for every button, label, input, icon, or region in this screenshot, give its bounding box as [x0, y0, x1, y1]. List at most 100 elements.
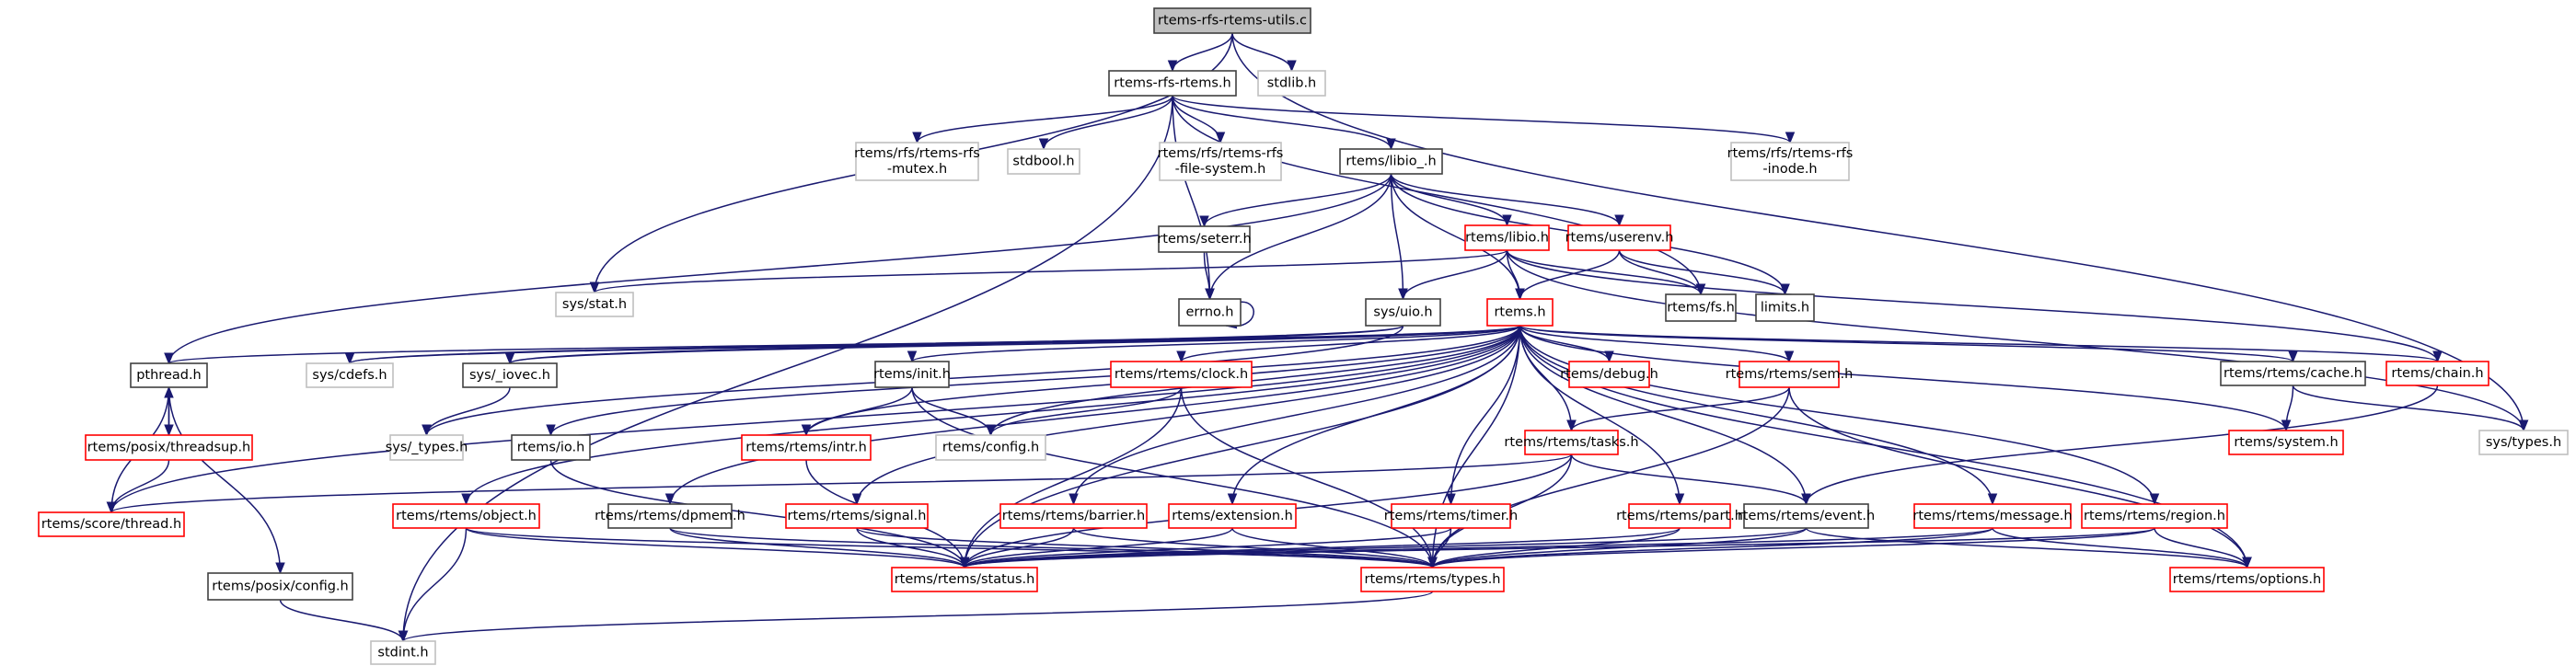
edge-rtems_h-to-sem_h — [1519, 325, 1790, 362]
edge-rtems_h-to-object_h — [465, 325, 1521, 505]
edge-libio__h-to-uio_h — [1390, 173, 1404, 300]
node-box — [1743, 503, 1869, 529]
edge-arrowhead — [1695, 283, 1706, 296]
node-label: rtems/rfs/rtems-rfs — [1158, 146, 1284, 161]
edges-layer — [106, 32, 2529, 643]
node-userenv-h[interactable]: rtems/userenv.h — [1565, 224, 1674, 251]
node-sem-h[interactable]: rtems/rtems/sem.h — [1726, 361, 1854, 388]
edge-arrowhead — [1785, 132, 1796, 144]
node-label: sys/types.h — [2486, 435, 2561, 450]
node-iovec-h[interactable]: sys/_iovec.h — [462, 362, 558, 388]
edge-libio_h-to-stat_h — [594, 249, 1508, 293]
edge-arrowhead — [275, 562, 285, 575]
node-thread-h[interactable]: rtems/score/thread.h — [38, 511, 185, 537]
edge-rtems_h-to-event_h — [1519, 325, 1808, 505]
node-box — [1755, 293, 1815, 322]
node-label: rtems/rtems/dpmem.h — [595, 509, 745, 523]
edge-arrowhead — [1784, 350, 1795, 363]
edge-init_h-to-intr_h — [805, 386, 913, 436]
node-cdefs-h: sys/cdefs.h — [306, 362, 394, 388]
edge-cache_h-to-types_sys_h — [2292, 385, 2524, 431]
node-limits-h[interactable]: limits.h — [1755, 293, 1815, 322]
node-posix-config-h[interactable]: rtems/posix/config.h — [207, 572, 353, 601]
node-intr-h[interactable]: rtems/rtems/intr.h — [741, 434, 872, 461]
node-status-h[interactable]: rtems/rtems/status.h — [891, 567, 1038, 592]
node-event-h[interactable]: rtems/rtems/event.h — [1738, 503, 1875, 529]
node-rfs-rtems-h[interactable]: rtems-rfs-rtems.h — [1108, 70, 1237, 97]
node-label: rtems/config.h — [942, 441, 1039, 455]
edge-arrowhead — [912, 132, 922, 144]
node-io-h[interactable]: rtems/io.h — [511, 434, 591, 461]
node-errno-h[interactable]: errno.h — [1178, 298, 1242, 327]
node-label: rtems/chain.h — [2391, 366, 2483, 381]
node-threadsup-h[interactable]: rtems/posix/threadsup.h — [85, 434, 253, 461]
node-stdbool-h: stdbool.h — [1007, 148, 1080, 175]
node-fs-h[interactable]: rtems/fs.h — [1665, 293, 1737, 322]
node-label: sys/_iovec.h — [469, 368, 550, 383]
node-init-h[interactable]: rtems/init.h — [873, 361, 951, 388]
node-barrier-h[interactable]: rtems/rtems/barrier.h — [999, 503, 1148, 529]
node-rtems-h[interactable]: rtems.h — [1486, 298, 1554, 327]
node-system-h[interactable]: rtems/system.h — [2228, 430, 2344, 455]
node-label: rtems/rtems/tasks.h — [1504, 435, 1638, 450]
node-debug-h[interactable]: rtems/debug.h — [1560, 361, 1658, 388]
node-extension-h[interactable]: rtems/extension.h — [1168, 503, 1297, 529]
node-cache-h[interactable]: rtems/rtems/cache.h — [2220, 361, 2366, 386]
node-uio-h[interactable]: sys/uio.h — [1365, 298, 1441, 327]
node-libio--h[interactable]: rtems/libio_.h — [1339, 148, 1443, 175]
edge-arrowhead — [106, 501, 117, 514]
node-rtypes-h[interactable]: rtems/rtems/types.h — [1360, 567, 1505, 592]
node-message-h[interactable]: rtems/rtems/message.h — [1912, 503, 2073, 529]
edge-arrowhead — [1987, 493, 1998, 506]
node-box — [1486, 298, 1554, 327]
node-tasks-h[interactable]: rtems/rtems/tasks.h — [1504, 430, 1639, 455]
edge-rtems_h-to-pthread_h — [167, 325, 1521, 364]
node-object-h[interactable]: rtems/rtems/object.h — [392, 503, 540, 529]
edge-rtypes_h-to-stdint_h — [402, 591, 1434, 642]
node-utils-c[interactable]: rtems-rfs-rtems-utils.c — [1153, 7, 1311, 34]
edge-sem_h-to-options_h — [1788, 386, 2248, 568]
edge-rtems_h-to-iovec_h — [509, 325, 1521, 364]
node-region-h[interactable]: rtems/rtems/region.h — [2081, 503, 2228, 529]
edge-message_h-to-rtypes_h — [1431, 527, 1993, 568]
node-options-h[interactable]: rtems/rtems/options.h — [2169, 567, 2325, 592]
node-label: rtems-rfs-rtems.h — [1114, 76, 1230, 91]
edge-rtems_h-to-timer_h — [1450, 325, 1521, 505]
node-seterr-h[interactable]: rtems/seterr.h — [1157, 225, 1252, 253]
node-timer-h[interactable]: rtems/rtems/timer.h — [1384, 503, 1518, 529]
node-box — [1007, 148, 1080, 175]
node-inode-h: rtems/rfs/rtems-rfs-inode.h — [1727, 142, 1853, 181]
edge-object_h-to-rtypes_h — [465, 527, 1434, 568]
edge-clock_h-to-rtypes_h — [1180, 386, 1434, 568]
node-box — [306, 362, 394, 388]
edge-arrowhead — [2518, 419, 2529, 432]
node-types-sys-h: sys/types.h — [2478, 430, 2569, 455]
node-box — [1110, 361, 1253, 388]
node-box — [1665, 293, 1737, 322]
node-label: rtems/rtems/region.h — [2084, 509, 2225, 523]
edge-rtems_h-to-thread_h — [110, 325, 1521, 513]
node-dpmem-h[interactable]: rtems/rtems/dpmem.h — [595, 503, 745, 529]
edge-signal_h-to-rtypes_h — [856, 527, 1434, 568]
edge-rtems_h-to-clock_h — [1180, 325, 1521, 362]
edge-tasks_h-to-thread_h — [110, 454, 1573, 513]
node-label: rtems/rtems/signal.h — [788, 509, 927, 523]
node-label: rtems/extension.h — [1172, 509, 1293, 523]
node-label: rtems/rfs/rtems-rfs — [854, 146, 980, 161]
node-clock-h[interactable]: rtems/rtems/clock.h — [1110, 361, 1253, 388]
node-box — [130, 362, 208, 388]
node-box — [1168, 503, 1297, 529]
edge-sem_h-to-tasks_h — [1570, 386, 1790, 431]
node-part-h[interactable]: rtems/rtems/part.h — [1616, 503, 1743, 529]
node-chain-h[interactable]: rtems/chain.h — [2385, 361, 2489, 386]
node-signal-h[interactable]: rtems/rtems/signal.h — [785, 503, 929, 529]
edge-posix_config_h-to-stdint_h — [279, 599, 404, 642]
nodes-layer: rtems-rfs-rtems-utils.c rtems-rfs-rtems.h… — [38, 7, 2569, 665]
node-pthread-h[interactable]: pthread.h — [130, 362, 208, 388]
node-box — [2478, 430, 2569, 455]
node-libio-h[interactable]: rtems/libio.h — [1464, 224, 1550, 251]
edge-rfs_rtems_h-to-libio__h — [1172, 95, 1392, 150]
edge-arrowhead — [801, 424, 812, 437]
edge-arrowhead — [1614, 214, 1624, 227]
